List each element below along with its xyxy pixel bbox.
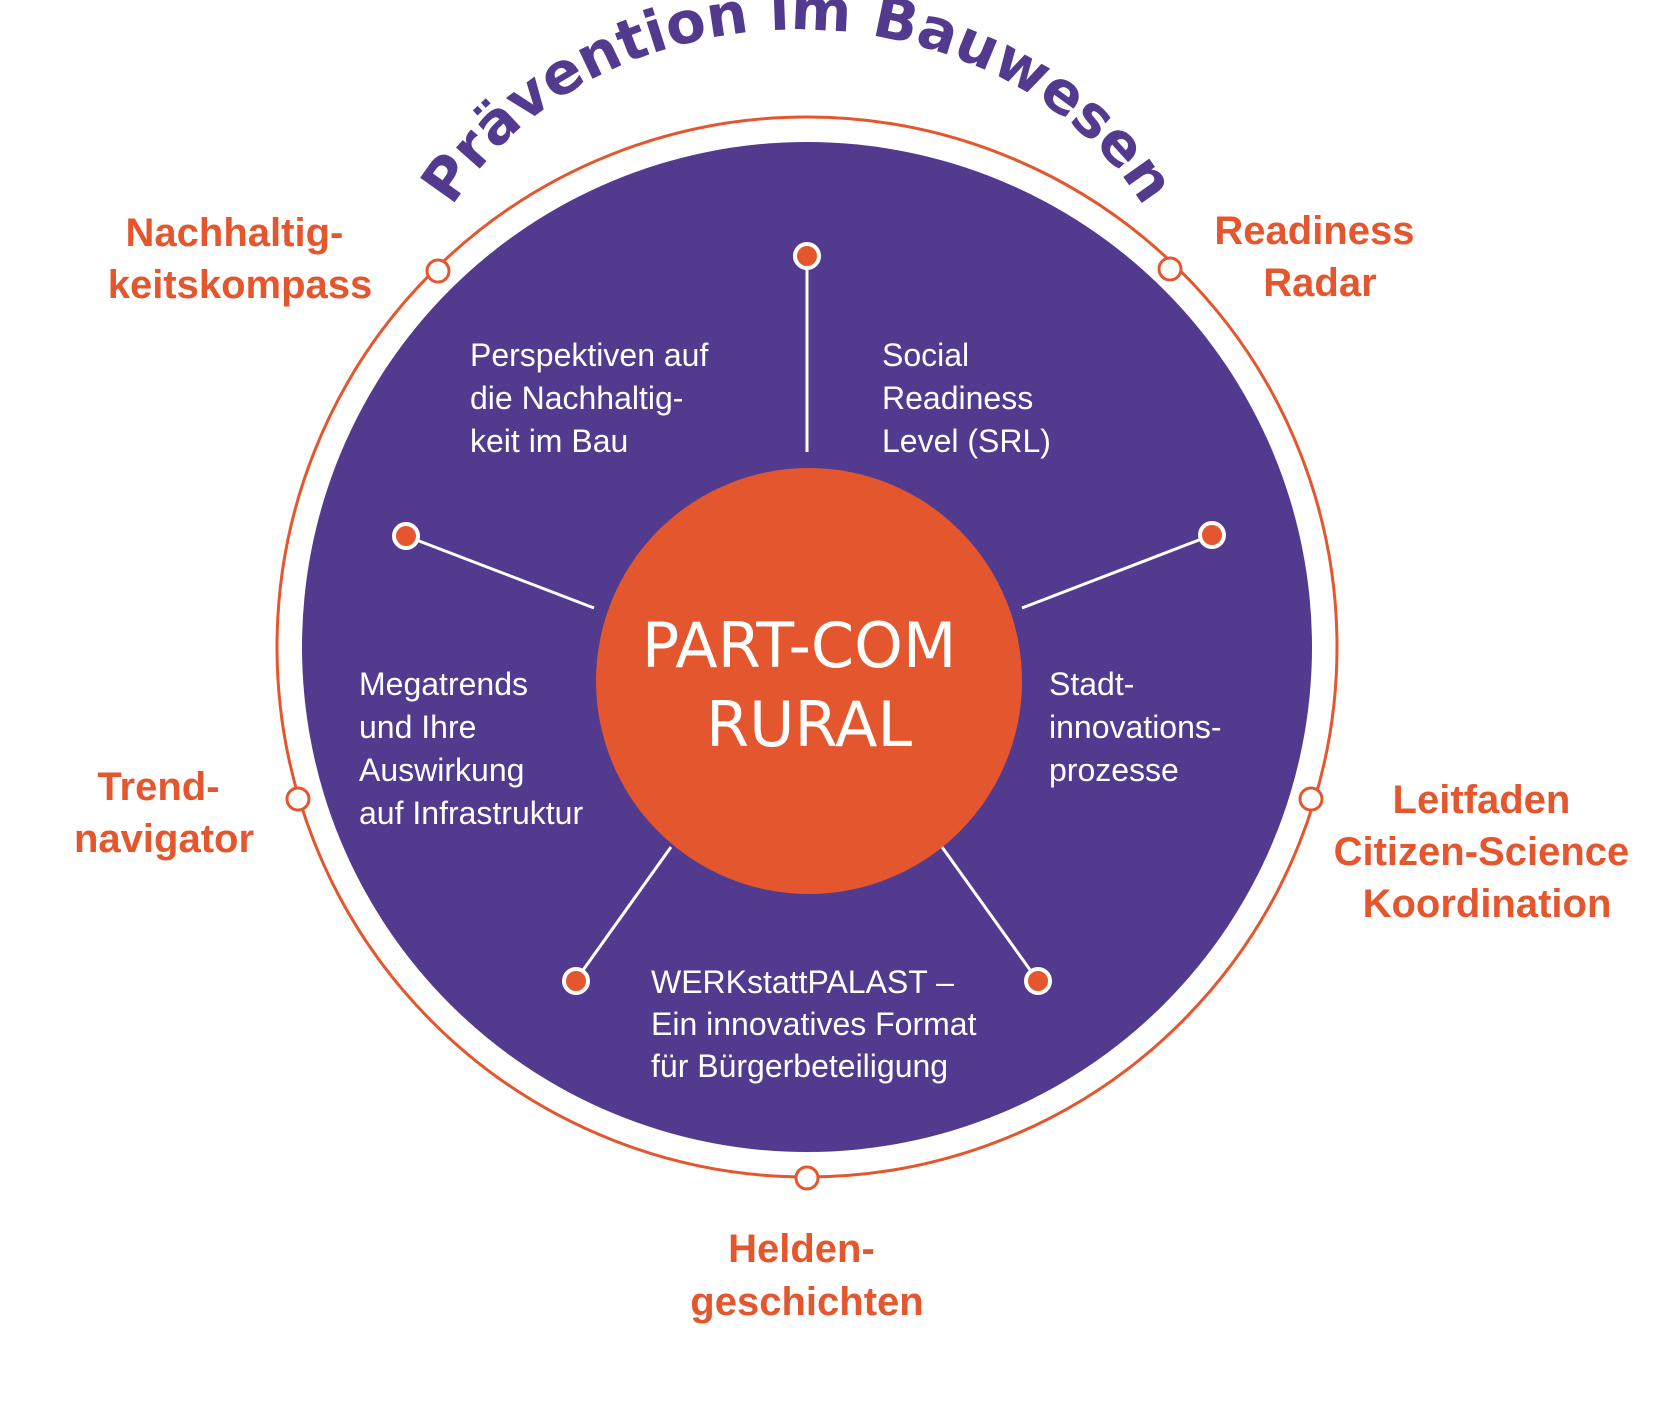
connector-upper-left [405,534,595,610]
dot-lower-right [1024,967,1052,995]
ring-node-helden [794,1165,820,1191]
dot-top [793,242,821,270]
outer-label-readiness: Readiness Radar [1214,209,1425,305]
inner-label-werkstatt: WERKstattPALAST – Ein innovatives Format… [651,964,985,1084]
ring-node-trend [285,786,311,812]
outer-label-helden: Helden- geschichten [690,1227,923,1324]
dot-upper-right [1198,521,1226,549]
center-label: PART-COM RURAL [642,609,976,761]
outer-label-trend: Trend- navigator [74,765,254,861]
ring-node-readiness [1157,256,1183,282]
outer-label-nachhaltig: Nachhaltig- keitskompass [108,211,373,307]
dot-lower-left [562,967,590,995]
outer-label-leitfaden: Leitfaden Citizen-Science Koordination [1334,778,1641,926]
connector-lower-right [940,846,1040,982]
center-circle [596,468,1022,894]
ring-node-nachhaltig [425,258,451,284]
inner-label-megatrends: Megatrends und Ihre Auswirkung auf Infra… [359,666,583,831]
connector-upper-right [1021,533,1213,610]
inner-label-perspektiven: Perspektiven auf die Nachhaltig- keit im… [470,337,717,459]
inner-label-stadt: Stadt- innovations- prozesse [1049,666,1230,788]
inner-label-srl: Social Readiness Level (SRL) [882,337,1051,459]
ring-node-leitfaden [1298,786,1324,812]
dot-upper-left [392,522,420,550]
connector-lower-left [574,846,673,981]
